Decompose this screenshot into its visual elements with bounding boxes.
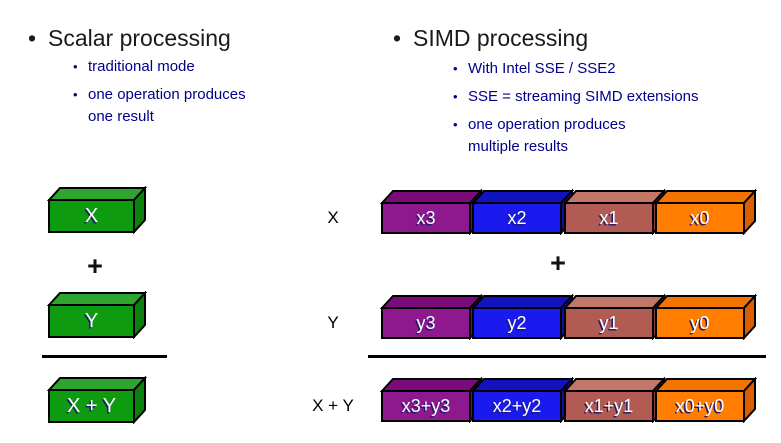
- simd-row-y-label: Y: [327, 312, 339, 332]
- bullet-icon: •: [453, 117, 458, 132]
- scalar-operand-x-box: X: [47, 186, 147, 234]
- bullet-line: multiple results: [468, 138, 569, 155]
- box-3d-graphic: [654, 294, 757, 340]
- simd-cell: y3: [380, 294, 483, 340]
- scalar-bullet-item: • one operation produces one result: [73, 84, 283, 128]
- box-label: Y: [84, 309, 99, 332]
- cell-label: y1: [599, 312, 619, 333]
- box-label: X + Y: [66, 394, 117, 417]
- simd-cell: x3+y3: [380, 377, 483, 423]
- simd-cell: x3: [380, 189, 483, 235]
- box-3d-graphic: [471, 189, 574, 235]
- bullet-icon: •: [73, 59, 78, 74]
- simd-cell: x1: [563, 189, 666, 235]
- box-label: X: [84, 204, 99, 227]
- plus-operator-simd: +: [550, 247, 566, 278]
- cell-label: y0: [690, 312, 710, 333]
- box-3d-graphic: [654, 189, 757, 235]
- box-3d-graphic: [47, 376, 147, 424]
- bullet-line: traditional mode: [88, 58, 195, 75]
- simd-cell: y1: [563, 294, 666, 340]
- scalar-bullet-item: • traditional mode: [73, 56, 283, 78]
- simd-cell: x0+y0: [654, 377, 757, 423]
- simd-cell: x0: [654, 189, 757, 235]
- simd-cell: y0: [654, 294, 757, 340]
- cell-label: x1+y1: [584, 395, 634, 416]
- box-3d-graphic: [654, 377, 757, 423]
- cell-label: x3: [416, 207, 436, 228]
- simd-cell: x1+y1: [563, 377, 666, 423]
- bullet-icon: •: [393, 25, 402, 51]
- simd-bullet-item: • SSE = streaming SIMD extensions: [453, 86, 723, 108]
- scalar-result-box: X + Y: [47, 376, 147, 424]
- bullet-icon: •: [453, 61, 458, 76]
- simd-row-result-label: X + Y: [312, 396, 354, 415]
- bullet-line: one operation produces: [88, 86, 246, 103]
- cell-label: x0: [690, 207, 710, 228]
- bullet-icon: •: [73, 87, 78, 102]
- plus-operator-scalar: +: [87, 250, 103, 281]
- simd-title-text: SIMD processing: [413, 25, 589, 51]
- simd-bullet-list: • With Intel SSE / SSE2 • SSE = streamin…: [453, 58, 723, 164]
- simd-title: • SIMD processing: [393, 24, 588, 52]
- bullet-line: one operation produces: [468, 116, 626, 133]
- bullet-line: SSE = streaming SIMD extensions: [468, 88, 699, 105]
- cell-label: y3: [416, 312, 436, 333]
- bullet-icon: •: [28, 25, 37, 51]
- scalar-operand-y-box: Y: [47, 291, 147, 339]
- cell-label: y2: [507, 312, 527, 333]
- simd-bullet-item: • one operation produces multiple result…: [453, 114, 723, 158]
- simd-row-x-label: X: [327, 207, 339, 227]
- sum-line-scalar: [42, 355, 167, 358]
- scalar-title-text: Scalar processing: [48, 25, 231, 51]
- cell-label: x3+y3: [401, 395, 451, 416]
- bullet-line: one result: [88, 108, 154, 125]
- scalar-bullet-list: • traditional mode • one operation produ…: [73, 56, 283, 134]
- box-3d-graphic: [471, 377, 574, 423]
- simd-cell: y2: [471, 294, 574, 340]
- cell-label: x2+y2: [492, 395, 542, 416]
- scalar-title: • Scalar processing: [28, 24, 231, 52]
- simd-bullet-item: • With Intel SSE / SSE2: [453, 58, 723, 80]
- cell-label: x0+y0: [675, 395, 725, 416]
- bullet-icon: •: [453, 89, 458, 104]
- box-3d-graphic: [47, 186, 147, 234]
- bullet-line: With Intel SSE / SSE2: [468, 60, 616, 77]
- cell-label: x2: [507, 207, 527, 228]
- simd-cell: x2+y2: [471, 377, 574, 423]
- simd-cell: x2: [471, 189, 574, 235]
- cell-label: x1: [599, 207, 619, 228]
- box-3d-graphic: [47, 291, 147, 339]
- sum-line-simd: [368, 355, 766, 358]
